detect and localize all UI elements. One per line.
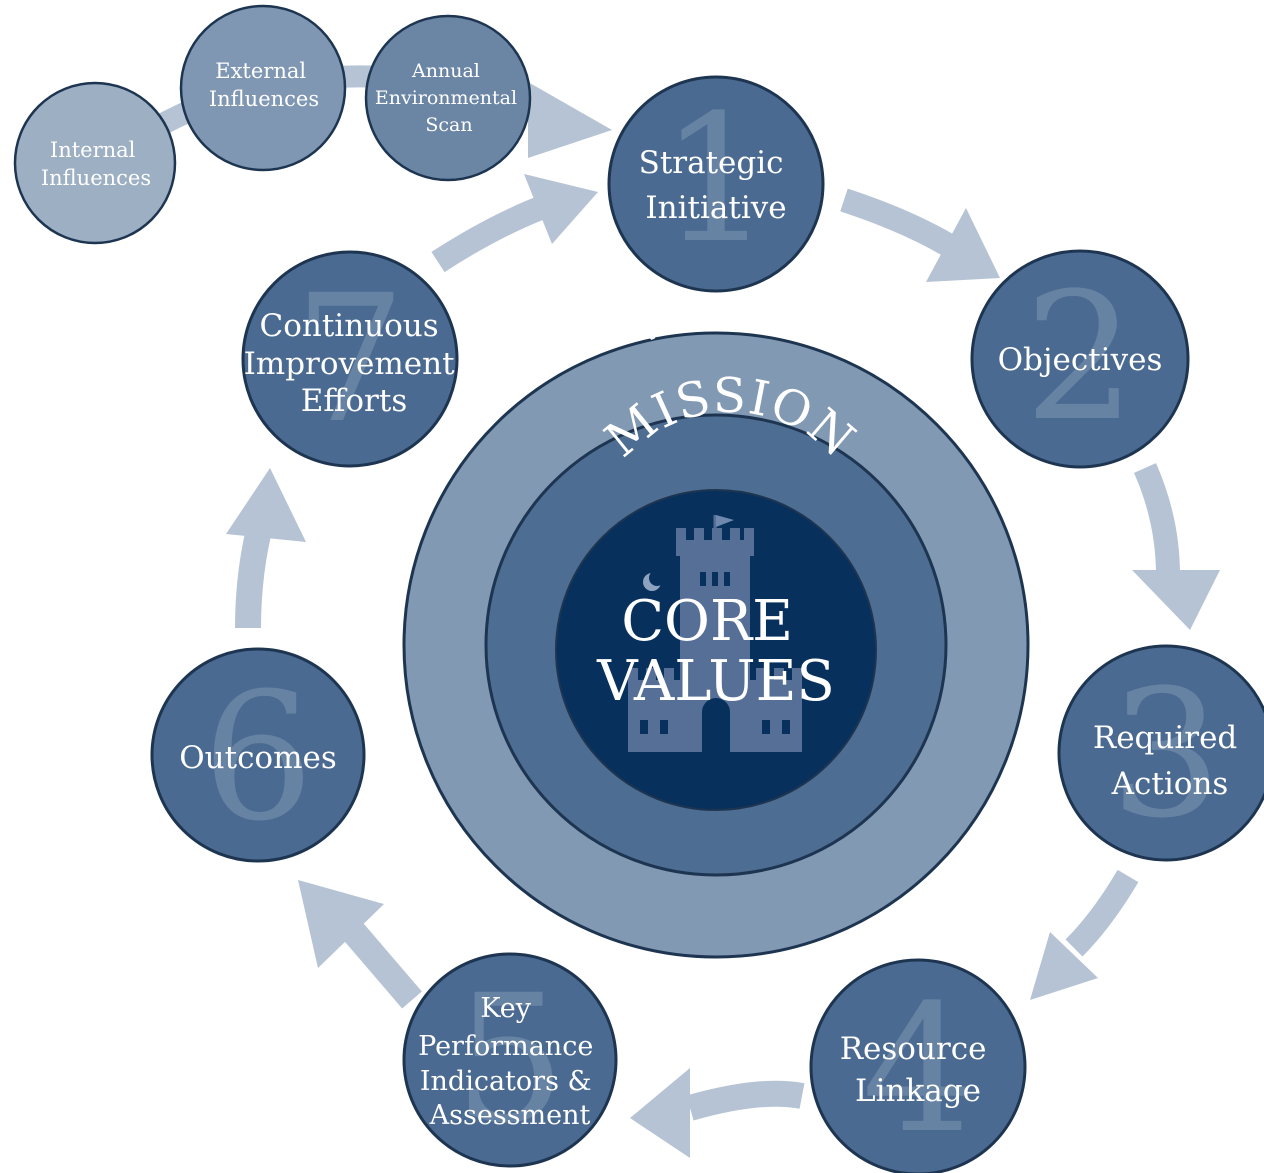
cycle-steps: 1 Strategic Initiative 2 Objectives 3 Re… bbox=[150, 75, 1264, 1173]
step-number: 5 bbox=[454, 957, 566, 1162]
arrow-head-4-to-5 bbox=[630, 1068, 690, 1158]
arrow-head-1-to-2 bbox=[926, 208, 1000, 282]
internal-influences-label: Internal Influences bbox=[41, 138, 151, 190]
step-number: 7 bbox=[294, 257, 406, 462]
influence-circles: Internal Influences External Influences … bbox=[13, 4, 532, 245]
step-2-objectives: 2 Objectives bbox=[970, 249, 1190, 469]
step-5-key-performance-indicators: 5 Key Performance Indicators & Assessmen… bbox=[402, 952, 618, 1168]
step-label: Objectives bbox=[998, 342, 1163, 378]
step-label: Key Performance Indicators & Assessment bbox=[418, 993, 602, 1131]
arrow-7-to-1 bbox=[431, 193, 553, 273]
step-label: Strategic Initiative bbox=[639, 145, 794, 226]
environmental-scan-node: Annual Environmental Scan bbox=[364, 14, 532, 182]
cycle-arrows bbox=[109, 65, 1220, 1158]
step-3-required-actions: 3 Required Actions bbox=[1057, 644, 1264, 862]
external-influences-label: External Influences bbox=[209, 59, 319, 111]
step-label: Outcomes bbox=[179, 740, 337, 776]
step-6-outcomes: 6 Outcomes bbox=[150, 647, 366, 863]
arrow-3-to-4 bbox=[1065, 869, 1139, 957]
arrow-head-7-to-1 bbox=[524, 174, 598, 244]
step-number: 6 bbox=[202, 655, 314, 860]
step-number: 3 bbox=[1110, 652, 1222, 857]
step-number: 1 bbox=[660, 77, 772, 282]
step-7-continuous-improvement: 7 Continuous Improvement Efforts bbox=[241, 250, 465, 468]
arrow-2-to-3 bbox=[1133, 463, 1180, 576]
step-1-strategic-initiative: 1 Strategic Initiative bbox=[607, 75, 825, 293]
step-label: Continuous Improvement Efforts bbox=[244, 308, 465, 419]
arrow-head-5-to-6 bbox=[298, 880, 384, 968]
step-label: Required Actions bbox=[1093, 720, 1247, 802]
influence-arrow-head bbox=[528, 82, 612, 158]
internal-influences-node: Internal Influences bbox=[13, 81, 177, 245]
arrow-4-to-5 bbox=[686, 1080, 805, 1121]
arrow-1-to-2 bbox=[840, 188, 955, 256]
arrow-5-to-6 bbox=[342, 921, 422, 1009]
arrow-head-6-to-7 bbox=[226, 468, 306, 542]
arrow-head-3-to-4 bbox=[1030, 932, 1098, 1000]
environmental-scan-label: Annual Environmental Scan bbox=[375, 60, 523, 136]
core-values-label: CORE VALUES bbox=[596, 589, 835, 714]
step-label: Resource Linkage bbox=[840, 1031, 997, 1109]
step-number: 2 bbox=[1024, 255, 1136, 460]
arrow-head-2-to-3 bbox=[1132, 570, 1220, 630]
castle-icon bbox=[628, 515, 802, 752]
step-number: 4 bbox=[862, 967, 974, 1172]
external-influences-node: External Influences bbox=[179, 4, 347, 172]
step-4-resource-linkage: 4 Resource Linkage bbox=[809, 958, 1027, 1173]
center-rings: VISION MISSION bbox=[402, 279, 1030, 959]
